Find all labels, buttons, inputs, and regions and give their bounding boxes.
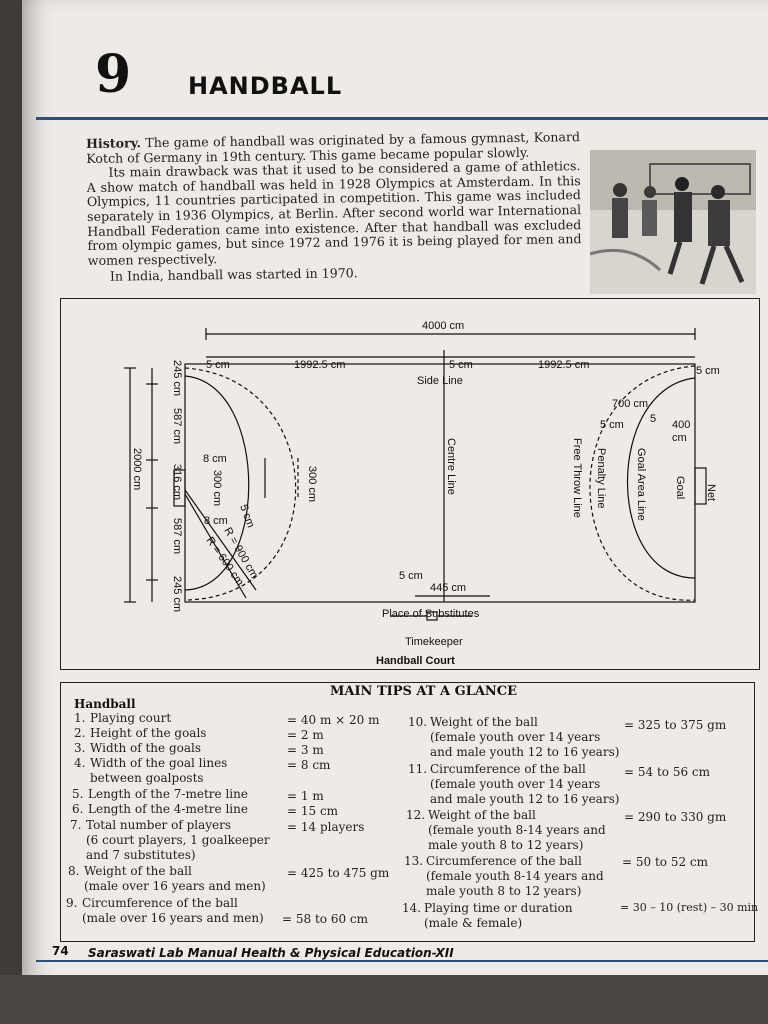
total-length-label: 4000 cm — [422, 320, 464, 332]
radius-600-line — [184, 493, 247, 599]
tip-6: 6.Length of the 4-metre line — [72, 802, 248, 816]
tips-title: MAIN TIPS AT A GLANCE — [330, 684, 518, 699]
goal-area-300-label: 300 cm — [306, 466, 318, 502]
tip-5-value: = 1 m — [287, 789, 324, 803]
footer-rule — [36, 960, 768, 962]
tip-1: 1.Playing court — [74, 711, 172, 725]
tip-9: 9.Circumference of the ball(male over 16… — [66, 896, 264, 926]
arc-5cm-label: 5 cm — [237, 503, 256, 530]
width-245-bottom-label: 245 cm — [171, 576, 183, 612]
right-goal — [694, 467, 707, 505]
tip-6-value: = 15 cm — [287, 804, 339, 818]
goal-line-label: 8 cm — [203, 453, 227, 465]
goal-area-label: Goal Area Line — [635, 448, 647, 521]
tip-2-value: = 2 m — [287, 728, 324, 742]
tip-11-value: = 54 to 56 cm — [624, 765, 710, 779]
tip-4-value: = 8 cm — [287, 758, 331, 772]
radius-900-line — [184, 489, 257, 591]
r-cm-label: cm — [672, 432, 687, 444]
goal-width-label: 300 cm — [211, 470, 223, 506]
half-left-label: 1992.5 cm — [294, 359, 345, 371]
tip-10-value: = 325 to 375 gm — [624, 718, 727, 732]
tip-7: 7.Total number of players(6 court player… — [70, 818, 270, 863]
tip-5: 5.Length of the 7-metre line — [72, 787, 248, 801]
history-section: History. The game of handball was origin… — [85, 129, 582, 285]
chapter-number: 9 — [95, 44, 132, 105]
centre-line-label: Centre Line — [445, 438, 457, 495]
width-587-top-label: 587 cm — [171, 408, 183, 444]
edge-right-label: 5 cm — [696, 365, 720, 377]
tip-14: 14.Playing time or duration(male & femal… — [402, 901, 573, 931]
edge-left-label: 5 cm — [206, 359, 230, 371]
timekeeper-label: Timekeeper — [405, 636, 463, 648]
right-free-throw-line — [589, 365, 696, 601]
handball-match-photo — [590, 150, 756, 294]
history-heading: History. — [85, 135, 142, 151]
centre-gap-label: 5 cm — [449, 359, 473, 371]
r-5-label: 5 — [650, 413, 656, 425]
chapter-title: HANDBALL — [188, 72, 343, 100]
tip-11: 11.Circumference of the ball(female yout… — [408, 762, 620, 807]
tips-heading: Handball — [74, 697, 136, 711]
half-right-label: 1992.5 cm — [538, 359, 589, 371]
tip-12-value: = 290 to 330 gm — [624, 810, 727, 824]
court-caption: Handball Court — [376, 655, 455, 667]
tip-14-value: = 30 – 10 (rest) – 30 min — [620, 901, 759, 914]
tip-13-value: = 50 to 52 cm — [622, 855, 708, 869]
penalty-label: Penalty Line — [595, 448, 607, 509]
page-edge-shadow — [0, 975, 768, 1024]
goal-label: Goal — [674, 476, 686, 499]
title-rule — [36, 117, 768, 120]
book-title: Saraswati Lab Manual Health & Physical E… — [88, 946, 454, 960]
left-goal — [173, 469, 186, 507]
free-throw-label: Free Throw Line — [571, 438, 583, 518]
page-number: 74 — [52, 944, 69, 958]
left-free-throw-line — [184, 367, 297, 601]
goal-line-b-label: 8 cm — [204, 515, 228, 527]
tip-2: 2.Height of the goals — [74, 726, 207, 740]
tip-12: 12.Weight of the ball(female youth 8-14 … — [406, 808, 606, 853]
tip-9-value: = 58 to 60 cm — [282, 912, 368, 926]
r-700-label: 700 cm — [612, 398, 648, 410]
tip-8-value: = 425 to 475 gm — [287, 866, 390, 880]
tip-3: 3.Width of the goals — [74, 741, 202, 755]
tip-3-value: = 3 m — [287, 743, 324, 757]
width-316-label: 316 cm — [171, 464, 183, 500]
net-label: Net — [705, 484, 717, 501]
sub-445-label: 445 cm — [430, 582, 466, 594]
tip-10: 10.Weight of the ball(female youth over … — [408, 715, 620, 760]
sub-5cm-label: 5 cm — [399, 570, 423, 582]
tip-13: 13.Circumference of the ball(female yout… — [404, 854, 604, 899]
right-goal-area-line — [626, 377, 696, 579]
r-5cm-label: 5 cm — [600, 419, 624, 431]
left-goal-area-line — [184, 375, 250, 591]
tip-1-value: = 40 m × 20 m — [287, 713, 380, 727]
court-diagram-frame — [60, 298, 760, 670]
width-587-bottom-label: 587 cm — [171, 518, 183, 554]
handball-court-diagram: 4000 cm 5 cm 1992.5 cm 5 cm 1992.5 cm 5 … — [124, 320, 720, 667]
tip-7-value: = 14 players — [287, 820, 365, 834]
main-tips-box — [60, 682, 755, 942]
tip-8: 8.Weight of the ball(male over 16 years … — [68, 864, 266, 894]
width-245-top-label: 245 cm — [171, 360, 183, 396]
r-400-label: 400 — [672, 419, 690, 431]
width-total-label: 2000 cm — [131, 448, 143, 490]
substitutes-label: Place of Substitutes — [382, 608, 480, 620]
side-line-label: Side Line — [417, 375, 463, 387]
history-para-2: Its main drawback was that it used to be… — [86, 158, 582, 268]
